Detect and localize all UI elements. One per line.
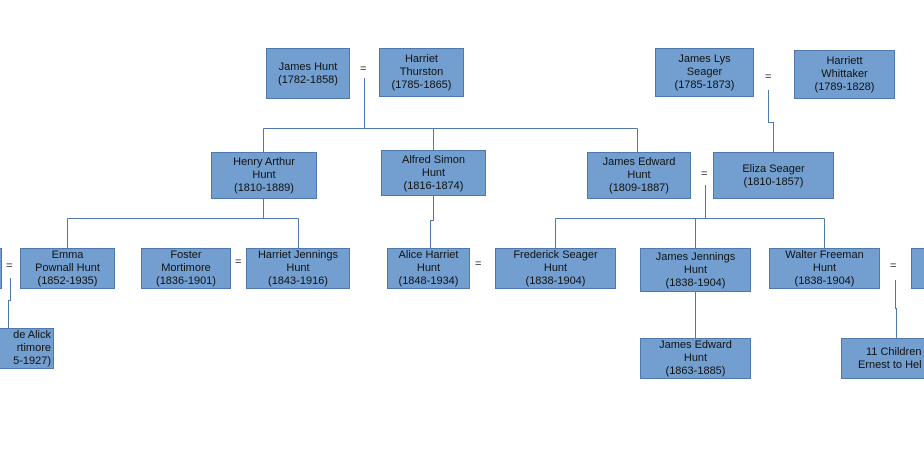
name: Mortimore [161,262,211,274]
name: James Edward [659,339,732,351]
name: James Jennings [655,250,736,263]
name: Hunt [683,352,708,364]
dates: (1863-1885) [665,365,726,377]
name: James Lys [678,53,731,65]
name: Ernest to Hel [858,358,922,371]
name: rtimore [16,342,51,354]
person-james-edward-hunt-1809[interactable]: James Edward Hunt (1809-1887) [587,152,691,199]
marriage-symbol: = [6,260,13,272]
name: Pownall Hunt [35,262,100,274]
name: Hunt [812,262,837,274]
dates: 5-1927) [13,355,51,367]
name: Walter Freeman [785,249,864,261]
dates: (1843-1916) [268,275,328,287]
marriage-symbol: = [475,258,482,270]
person-frederick-seager-hunt[interactable]: Frederick Seager Hunt (1838-1904) [495,248,616,289]
dates: (1852-1935) [37,275,98,287]
person-harriett-whittaker[interactable]: Harriett Whittaker (1789-1828) [794,50,895,99]
dates: (1838-1904) [794,275,855,287]
name: Emma [51,249,84,261]
dates: (1785-1873) [674,79,735,91]
name: Alice Harriet [398,249,459,261]
dates: (1809-1887) [609,182,669,194]
name: Thurston [399,66,444,78]
person-james-jennings-hunt[interactable]: James Jennings Hunt (1838-1904) [640,248,751,292]
name: Hunt [543,262,568,274]
name: Hunt [421,166,446,179]
person-walter-freeman-hunt[interactable]: Walter Freeman Hunt (1838-1904) [769,248,880,289]
name: Harriet [404,53,438,65]
name: Seager [686,66,723,78]
person-james-edward-hunt-1863[interactable]: James Edward Hunt (1863-1885) [640,338,751,379]
name: Harriett [826,55,863,67]
dates: (1848-1934) [398,275,459,287]
person-claude-alick-mortimore[interactable]: de Alick rtimore 5-1927) [0,328,54,369]
person-eliza-seager[interactable]: Eliza Seager (1810-1857) [713,152,834,199]
marriage-symbol: = [235,256,242,268]
name: Hunt [683,263,708,276]
marriage-symbol: = [701,168,708,180]
dates: (1816-1874) [403,179,464,192]
dates: (1785-1865) [391,79,452,91]
name: Henry Arthur [233,156,295,168]
name: Harriet Jennings [257,249,339,261]
name: Eliza Seager [742,162,805,175]
marriage-symbol: = [360,63,367,75]
person-emma-pownall-hunt[interactable]: Emma Pownall Hunt (1852-1935) [20,248,115,289]
person-alfred-simon-hunt[interactable]: Alfred Simon Hunt (1816-1874) [381,150,486,196]
dates: (1838-1904) [525,275,586,287]
dates: (1810-1889) [234,182,294,194]
marriage-symbol: = [765,71,772,83]
dates: (1838-1904) [665,276,726,289]
person-james-hunt[interactable]: James Hunt (1782-1858) [266,48,350,99]
person-alice-harriet-hunt[interactable]: Alice Harriet Hunt (1848-1934) [387,248,470,289]
name: Hunt [252,169,276,181]
name: James Edward [602,156,676,168]
name: de Alick [13,329,51,341]
person-harriet-thurston[interactable]: Harriet Thurston (1785-1865) [379,48,464,97]
dates: (1782-1858) [278,73,338,86]
person-foster-mortimore[interactable]: Foster Mortimore (1836-1901) [141,248,231,289]
name: Frederick Seager [513,249,598,261]
name: Whittaker [821,68,868,80]
name: Alfred Simon [402,153,465,166]
person-eleven-children[interactable]: 11 Children Ernest to Hel [841,338,924,379]
marriage-symbol: = [890,260,897,272]
person-partial-right[interactable] [911,248,924,289]
dates: (1810-1857) [743,175,804,188]
person-henry-arthur-hunt[interactable]: Henry Arthur Hunt (1810-1889) [211,152,317,199]
name: Hunt [286,262,310,274]
name: 11 Children [866,345,922,358]
person-partial-left[interactable] [0,248,2,289]
name: Hunt [627,169,651,181]
person-james-lys-seager[interactable]: James Lys Seager (1785-1873) [655,48,754,97]
name: James Hunt [278,60,338,73]
name: Hunt [416,262,441,274]
dates: (1836-1901) [156,275,216,287]
name: Foster [170,249,202,261]
dates: (1789-1828) [814,81,875,93]
person-harriet-jennings-hunt[interactable]: Harriet Jennings Hunt (1843-1916) [246,248,350,289]
